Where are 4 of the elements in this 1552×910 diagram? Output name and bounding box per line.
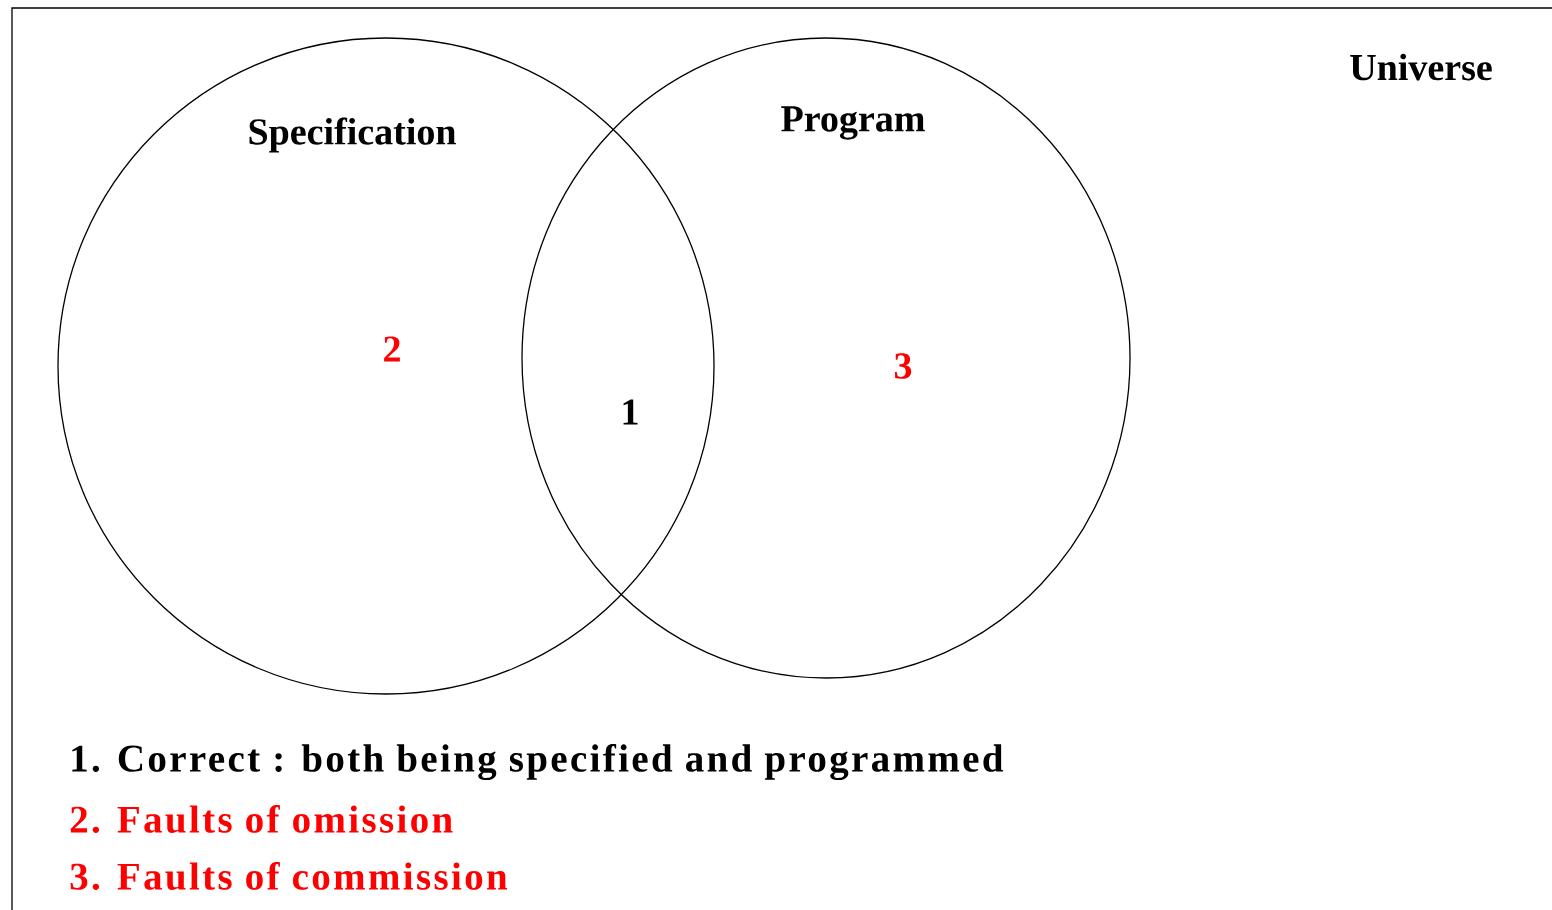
legend-item: 1. Correct : both being specified and programmed (72, 743, 1004, 781)
legend-item: 3. Faults of commission (70, 862, 508, 890)
legend-item: 2. Faults of omission (70, 805, 453, 833)
region-number: 1 (623, 399, 638, 425)
